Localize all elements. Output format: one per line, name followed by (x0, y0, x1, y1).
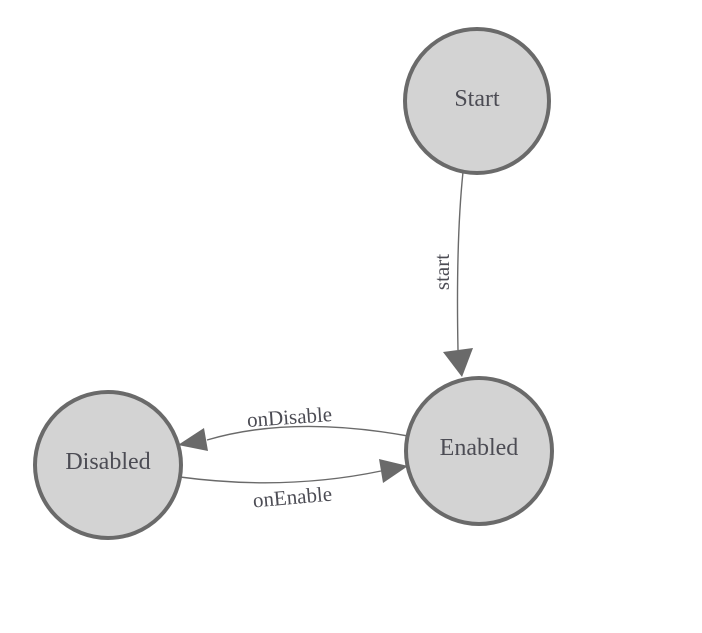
state-circle-disabled (33, 390, 183, 540)
node-start: Start (403, 27, 551, 175)
edge-label-start: start (430, 254, 454, 290)
edge-start-to-enabled: start (430, 171, 473, 377)
node-disabled: Disabled (33, 390, 183, 540)
state-label-enabled: Enabled (440, 435, 519, 461)
state-circle-enabled (404, 376, 554, 526)
edge-line-ondisable (206, 425, 409, 441)
node-enabled: Enabled (404, 376, 554, 526)
edge-line-start (456, 171, 464, 351)
edge-label-onenable: onEnable (252, 482, 333, 513)
edge-enabled-to-disabled: onDisable (178, 402, 409, 451)
edge-line-onenable (179, 470, 382, 484)
arrowhead-down-icon (443, 348, 473, 377)
state-circle-start (403, 27, 551, 175)
arrowhead-right-icon (379, 459, 408, 483)
edge-disabled-to-enabled: onEnable (179, 459, 408, 513)
state-label-disabled: Disabled (65, 449, 150, 475)
arrowhead-left-icon (178, 428, 208, 451)
state-label-start: Start (454, 86, 500, 112)
edge-label-ondisable: onDisable (246, 402, 333, 432)
